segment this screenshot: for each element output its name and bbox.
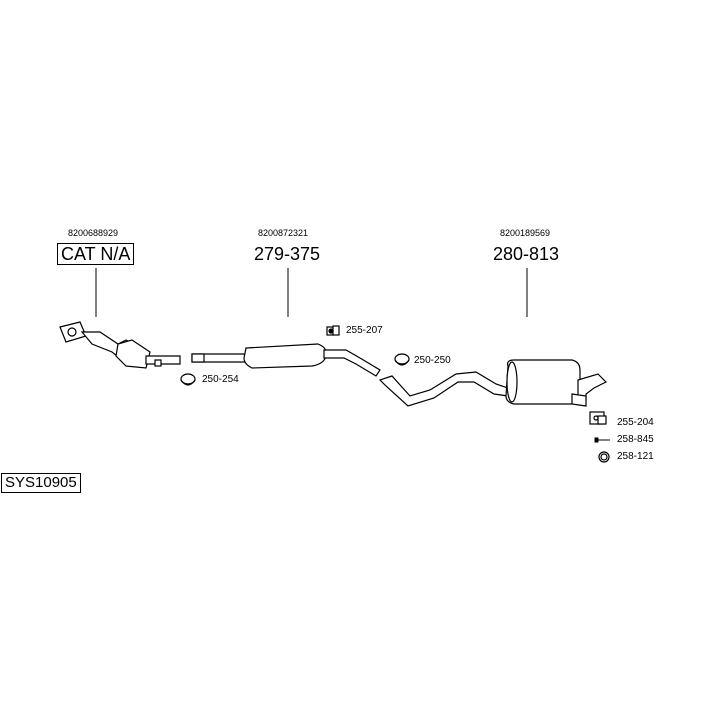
catalytic-converter-drawing[interactable] xyxy=(59,321,181,369)
accessory-label-bolt[interactable]: 258-845 xyxy=(617,434,654,445)
rear-silencer-drawing[interactable] xyxy=(378,359,608,407)
system-code-badge: SYS10905 xyxy=(1,473,81,493)
washer-icon[interactable] xyxy=(598,451,610,463)
gasket-ring-icon[interactable] xyxy=(394,353,410,366)
gasket-ring-icon[interactable] xyxy=(180,373,196,386)
accessory-label-clamp[interactable]: 255-207 xyxy=(346,325,383,336)
oe-number-rear-silencer: 8200189569 xyxy=(500,228,551,238)
accessory-label-mounting[interactable]: 255-204 xyxy=(617,417,654,428)
oe-number-front-silencer: 8200872321 xyxy=(258,228,309,238)
front-silencer-drawing[interactable] xyxy=(191,343,381,377)
bolt-icon[interactable] xyxy=(594,437,610,443)
part-number-rear-silencer[interactable]: 280-813 xyxy=(493,244,560,264)
accessory-label-washer[interactable]: 258-121 xyxy=(617,451,654,462)
part-number-front-silencer[interactable]: 279-375 xyxy=(254,244,321,264)
oe-number-catalyst: 8200688929 xyxy=(68,228,119,238)
accessory-label-gasket-rear[interactable]: 250-250 xyxy=(414,355,451,366)
mounting-bracket-icon[interactable] xyxy=(589,411,607,425)
part-number-catalyst[interactable]: CAT N/A xyxy=(57,243,135,265)
accessory-label-gasket-front[interactable]: 250-254 xyxy=(202,374,239,385)
clamp-icon[interactable] xyxy=(326,325,340,336)
